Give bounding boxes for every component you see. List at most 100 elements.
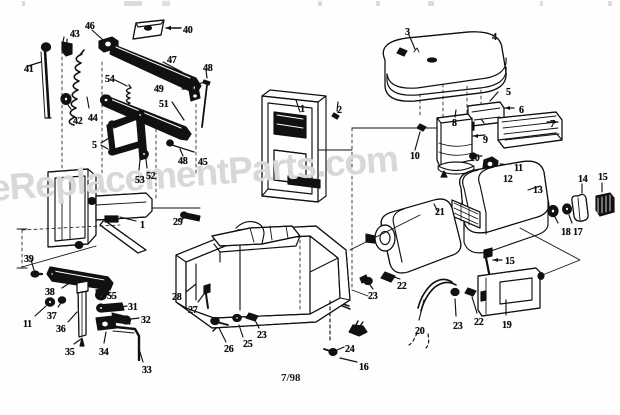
part-13-motor-housing [451, 160, 550, 254]
scan-artifact [608, 1, 612, 6]
callout-number-3: 3 [405, 27, 410, 38]
part-51-lower-arm [101, 94, 192, 141]
callout-number-53: 53 [135, 175, 145, 186]
part-1-fence-assembly [47, 168, 153, 254]
callout-number-7: 7 [550, 119, 555, 130]
part-26-pin [210, 316, 229, 326]
callout-number-31: 31 [128, 302, 138, 313]
callout-number-49: 49 [154, 84, 164, 95]
callout-number-1: 1 [300, 104, 305, 115]
callout-number-15: 15 [598, 172, 608, 183]
part-42-pivot [60, 93, 72, 105]
callout-number-2: 2 [337, 105, 342, 116]
part-17-washer [562, 203, 572, 215]
part-25-washer [232, 313, 242, 323]
callout-number-42: 42 [73, 116, 83, 127]
callout-number-26: 26 [224, 344, 234, 355]
part-41-handle-rod [40, 42, 52, 119]
scan-artifact [540, 1, 543, 6]
callout-number-52: 52 [146, 171, 156, 182]
scan-artifact [376, 1, 380, 6]
scan-artifact [318, 1, 322, 6]
callout-number-46: 46 [85, 21, 95, 32]
part-40-plate [132, 19, 165, 40]
part-44-coil-spring [68, 49, 85, 126]
callout-number-14: 14 [578, 174, 588, 185]
callout-number-25: 25 [243, 339, 253, 350]
callout-number-6: 6 [519, 105, 524, 116]
callout-number-37: 37 [47, 311, 57, 322]
callout-number-29: 29 [173, 217, 183, 228]
part-4-table [382, 31, 507, 102]
part-23-mid [359, 274, 373, 286]
callout-number-21: 21 [435, 207, 445, 218]
part-27-bolt [203, 283, 211, 309]
part-1-guard-frame [261, 89, 327, 203]
part-18-washer [547, 204, 559, 218]
callout-number-4: 4 [492, 32, 497, 43]
part-43-bracket [61, 38, 73, 57]
callout-number-11: 11 [514, 163, 523, 174]
callout-number-24: 24 [345, 344, 355, 355]
part-15-knurled-nut [595, 192, 615, 217]
callout-number-48: 48 [203, 63, 213, 74]
callout-number-55: 55 [107, 291, 117, 302]
part-50-link-plate [187, 80, 201, 102]
callout-number-43: 43 [70, 29, 80, 40]
callout-number-41: 41 [24, 64, 34, 75]
scan-artifact [22, 1, 25, 6]
callout-number-22: 22 [397, 281, 407, 292]
part-29-screw [180, 211, 201, 222]
callout-number-19: 19 [502, 320, 512, 331]
scan-artifact [428, 1, 434, 6]
part-14-flange [571, 193, 589, 222]
callout-number-11: 11 [23, 319, 32, 330]
callout-number-40: 40 [183, 25, 193, 36]
part-10-pin [416, 123, 427, 132]
page-footer: 7/98 [281, 372, 301, 384]
callout-number-45: 45 [198, 157, 208, 168]
part-3-pin [396, 47, 408, 57]
callout-number-5: 5 [92, 140, 97, 151]
callout-number-16: 16 [359, 362, 369, 373]
part-36-post [76, 280, 89, 338]
callout-number-27: 27 [188, 305, 198, 316]
callout-number-15: 15 [505, 256, 515, 267]
callout-number-22: 22 [474, 317, 484, 328]
callout-number-39: 39 [24, 254, 34, 265]
part-45-pin [166, 139, 195, 153]
callout-number-54: 54 [105, 74, 115, 85]
callout-number-12: 12 [503, 174, 513, 185]
callout-number-50: 50 [187, 82, 197, 93]
callout-number-13: 13 [533, 185, 543, 196]
callout-number-35: 35 [65, 347, 75, 358]
part-15-bolt [483, 247, 493, 280]
callout-number-48: 48 [178, 156, 188, 167]
callout-number-38: 38 [45, 287, 55, 298]
part-23-washer [450, 287, 460, 297]
callout-number-10: 10 [410, 151, 420, 162]
part-24-pin [323, 348, 338, 356]
part-31-lever [96, 302, 125, 313]
scan-artifact [124, 1, 142, 6]
part-35-pin [79, 337, 85, 347]
callout-number-33: 33 [142, 365, 152, 376]
part-38-handle-bar [46, 266, 114, 291]
callout-number-10: 10 [470, 153, 480, 164]
part-37-washer [57, 296, 67, 304]
part-20-power-cord [417, 278, 457, 312]
callout-number-28: 28 [172, 292, 182, 303]
callout-number-36: 36 [56, 324, 66, 335]
callout-number-47: 47 [167, 55, 177, 66]
callout-number-8: 8 [452, 118, 457, 129]
callout-number-34: 34 [99, 347, 109, 358]
part-7-grid-plate [497, 111, 563, 149]
callout-number-20: 20 [415, 326, 425, 337]
callout-number-32: 32 [141, 315, 151, 326]
part-11-washer [44, 297, 56, 307]
part-33-rod [112, 325, 141, 362]
part-28-base [175, 221, 351, 329]
callout-number-23: 23 [368, 291, 378, 302]
callout-number-23: 23 [453, 321, 463, 332]
part-arm-pivot-left [99, 94, 113, 106]
